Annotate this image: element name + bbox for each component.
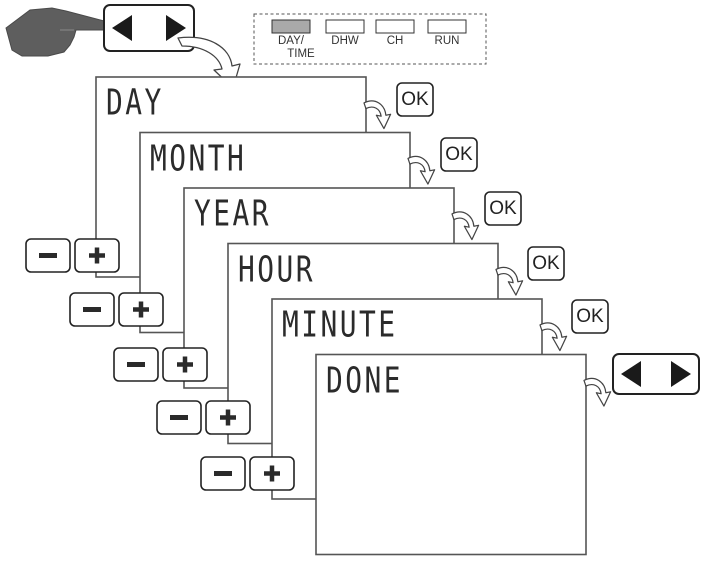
plus-button[interactable] — [74, 238, 120, 273]
mode-indicator-panel — [253, 13, 487, 65]
curved-arrow-icon — [363, 100, 392, 130]
lcd-screen-done — [315, 353, 587, 556]
screen-title-done: DONE — [326, 359, 403, 402]
plus-icon — [89, 247, 105, 264]
minus-icon — [83, 307, 101, 312]
screen-title-minute: MINUTE — [282, 303, 398, 346]
minus-button[interactable] — [25, 238, 71, 273]
ok-button-label: OK — [445, 144, 473, 165]
minus-icon — [39, 253, 57, 258]
right-triangle-icon — [671, 361, 691, 387]
minus-icon — [127, 362, 145, 367]
curved-arrow-icon — [495, 266, 524, 296]
mode-segment — [427, 19, 467, 34]
ok-button[interactable] — [440, 137, 478, 172]
plus-icon — [264, 465, 280, 482]
ok-button[interactable] — [484, 191, 522, 226]
mode-label: CH — [386, 35, 404, 47]
minus-button[interactable] — [113, 347, 159, 382]
mode-label: DAY/ — [278, 35, 304, 47]
minus-icon — [170, 415, 188, 420]
mode-segment — [375, 19, 415, 34]
screen-title-year: YEAR — [194, 192, 271, 235]
minus-icon — [214, 471, 232, 476]
curved-arrow-icon — [407, 155, 436, 185]
minus-button[interactable] — [156, 400, 202, 435]
plus-button[interactable] — [118, 292, 164, 327]
minus-button[interactable] — [200, 456, 246, 491]
minus-button[interactable] — [69, 292, 115, 327]
screen-title-hour: HOUR — [238, 248, 315, 291]
screen-title-month: MONTH — [150, 137, 247, 180]
plus-button[interactable] — [162, 347, 208, 382]
mode-label: TIME — [287, 48, 315, 60]
curved-arrow-icon — [583, 377, 612, 407]
mode-label: RUN — [434, 35, 460, 47]
mode-segment — [325, 19, 365, 34]
left-triangle-icon — [621, 361, 641, 387]
curved-arrow-icon — [539, 322, 568, 352]
mode-label: DHW — [331, 35, 359, 47]
plus-icon — [133, 301, 149, 318]
pointing-hand-icon — [5, 7, 109, 57]
ok-button[interactable] — [527, 246, 565, 281]
left-right-keys-top[interactable] — [103, 4, 195, 52]
ok-button-label: OK — [576, 306, 604, 327]
ok-button[interactable] — [396, 82, 434, 117]
plus-button[interactable] — [249, 456, 295, 491]
ok-button-label: OK — [401, 89, 429, 110]
left-triangle-icon — [112, 15, 132, 41]
mode-segment — [271, 19, 311, 34]
plus-button[interactable] — [205, 400, 251, 435]
curved-arrow-icon — [451, 211, 480, 241]
ok-button-label: OK — [489, 198, 517, 219]
ok-button[interactable] — [571, 299, 609, 334]
plus-icon — [220, 409, 236, 426]
right-triangle-icon — [166, 15, 186, 41]
plus-icon — [177, 356, 193, 373]
screen-title-day: DAY — [106, 81, 164, 124]
left-right-keys-bottom[interactable] — [612, 353, 700, 395]
ok-button-label: OK — [532, 253, 560, 274]
